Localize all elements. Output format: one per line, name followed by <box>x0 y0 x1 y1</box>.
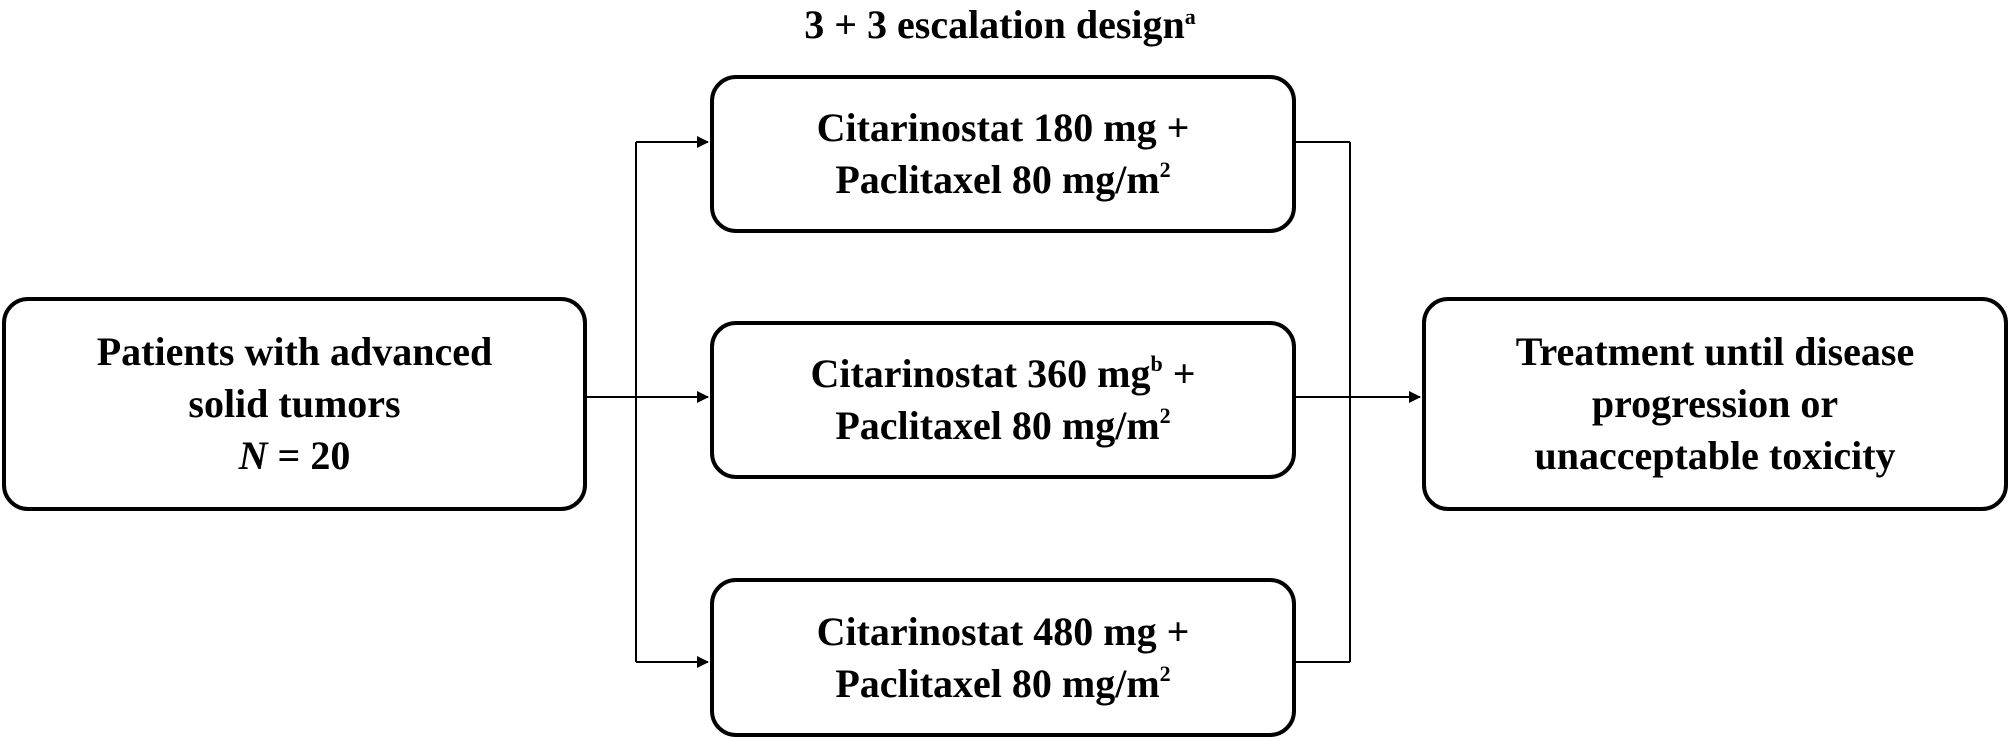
dose-3-paclitaxel: Paclitaxel 80 mg/m2 <box>835 658 1170 710</box>
dose-1-paclitaxel: Paclitaxel 80 mg/m2 <box>835 154 1170 206</box>
outcome-box: Treatment until disease progression or u… <box>1422 297 2008 511</box>
heading-footnote-marker: a <box>1184 4 1196 29</box>
dose-2-paclitaxel-text: Paclitaxel 80 mg/m <box>835 403 1160 448</box>
dose-1-paclitaxel-text: Paclitaxel 80 mg/m <box>835 157 1160 202</box>
escalation-design-heading: 3 + 3 escalation designa <box>690 0 1310 50</box>
dose-box-480: Citarinostat 480 mg + Paclitaxel 80 mg/m… <box>710 578 1296 737</box>
dose-2-paclitaxel-sup: 2 <box>1159 403 1171 428</box>
dose-3-drug: Citarinostat 480 mg + <box>816 608 1190 654</box>
patients-line-1: Patients with advanced <box>96 329 493 374</box>
dose-2-drug-footnote-marker: b <box>1150 351 1163 376</box>
dose-1-drug: Citarinostat 180 mg + <box>816 105 1190 150</box>
outcome-line-1: Treatment until disease <box>1515 329 1915 374</box>
patients-box: Patients with advanced solid tumors N = … <box>2 297 587 511</box>
dose-3-paclitaxel-sup: 2 <box>1159 660 1171 686</box>
outcome-line-3: unacceptable toxicity <box>1534 433 1896 478</box>
patients-n-label: N <box>238 433 268 478</box>
patients-line-2: solid tumors <box>188 381 401 426</box>
heading-text: 3 + 3 escalation design <box>804 2 1185 47</box>
dose-2-drug-text: Citarinostat 360 mg <box>810 351 1151 396</box>
patients-n-value: = 20 <box>267 433 351 478</box>
outcome-line-2: progression or <box>1591 381 1839 426</box>
dose-3-paclitaxel-text: Paclitaxel 80 mg/m <box>835 660 1160 706</box>
dose-2-drug-suffix: + <box>1162 351 1196 396</box>
dose-box-360: Citarinostat 360 mgb + Paclitaxel 80 mg/… <box>710 321 1296 479</box>
dose-box-180: Citarinostat 180 mg + Paclitaxel 80 mg/m… <box>710 75 1296 233</box>
dose-2-drug: Citarinostat 360 mgb + <box>810 348 1195 400</box>
patients-count: N = 20 <box>239 430 351 482</box>
dose-2-paclitaxel: Paclitaxel 80 mg/m2 <box>835 400 1170 452</box>
dose-1-paclitaxel-sup: 2 <box>1159 157 1171 182</box>
